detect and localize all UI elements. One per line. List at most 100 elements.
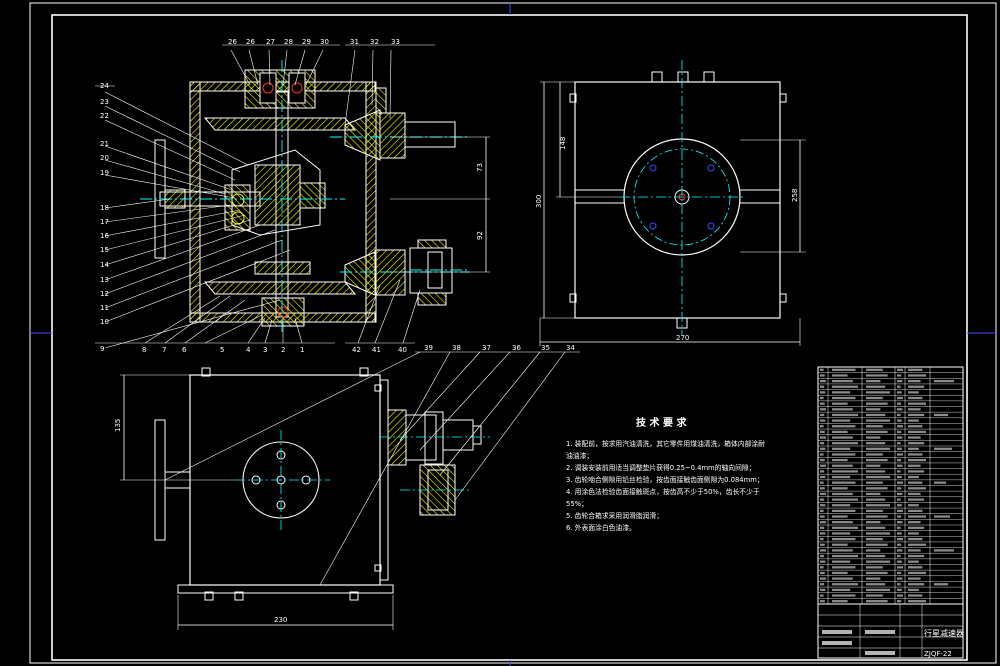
balloon-29: 29 bbox=[302, 38, 311, 46]
tech-title: 技 术 要 求 bbox=[636, 416, 687, 429]
parts-cell-text bbox=[820, 583, 825, 586]
parts-cell-text bbox=[832, 368, 856, 371]
parts-cell-text bbox=[897, 560, 902, 563]
dim-148: 148 bbox=[559, 137, 567, 150]
parts-cell-text bbox=[908, 391, 919, 394]
parts-cell-text bbox=[832, 583, 858, 586]
parts-cell-text bbox=[820, 379, 826, 383]
balloon-labels-top: 26 26 27 28 29 30 31 32 33 bbox=[228, 38, 400, 46]
parts-cell-text bbox=[866, 385, 886, 388]
parts-cell-text bbox=[832, 521, 853, 524]
parts-cell-text bbox=[820, 492, 826, 496]
parts-cell-text bbox=[897, 453, 903, 456]
parts-cell-text bbox=[908, 481, 923, 484]
parts-cell-text bbox=[820, 385, 825, 388]
dim-300: 300 bbox=[535, 195, 543, 208]
parts-cell-text bbox=[820, 554, 825, 558]
parts-cell-text bbox=[820, 487, 825, 490]
parts-cell-text bbox=[897, 413, 901, 417]
parts-cell-text bbox=[866, 492, 881, 496]
parts-cell-text bbox=[832, 554, 858, 558]
balloon-12: 12 bbox=[100, 290, 109, 298]
parts-cell-text bbox=[820, 594, 824, 597]
parts-cell-text bbox=[832, 515, 848, 518]
dim-73: 73 bbox=[476, 163, 484, 172]
parts-cell-text bbox=[820, 447, 826, 450]
parts-cell-text bbox=[820, 543, 825, 546]
parts-list bbox=[817, 366, 964, 605]
balloon-15: 15 bbox=[100, 246, 109, 254]
parts-cell-text bbox=[897, 368, 903, 371]
parts-cell-text bbox=[820, 475, 826, 479]
parts-cell-text bbox=[897, 521, 903, 524]
parts-cell-text bbox=[832, 396, 856, 400]
parts-cell-text bbox=[820, 549, 826, 552]
balloon-19: 19 bbox=[100, 169, 109, 177]
parts-cell-text bbox=[866, 537, 883, 541]
parts-cell-text bbox=[832, 492, 853, 496]
parts-cell-text bbox=[908, 537, 923, 541]
parts-cell-text bbox=[820, 391, 826, 394]
parts-cell-text bbox=[908, 374, 926, 377]
balloon-10: 10 bbox=[100, 318, 109, 326]
parts-cell-text bbox=[908, 464, 921, 467]
tech-line-7: 5. 齿轮合箱求采用润滑脂润滑； bbox=[566, 511, 663, 520]
parts-cell-text bbox=[866, 413, 886, 417]
parts-cell-text bbox=[908, 543, 926, 546]
balloon-27: 27 bbox=[266, 38, 275, 46]
parts-cell-text bbox=[820, 509, 824, 513]
parts-cell-text bbox=[832, 442, 858, 445]
parts-cell-text bbox=[897, 475, 902, 479]
parts-cell-text bbox=[832, 577, 853, 580]
parts-cell-text bbox=[934, 515, 950, 518]
parts-cell-text bbox=[897, 571, 902, 575]
parts-cell-text bbox=[908, 504, 919, 507]
parts-cell-text bbox=[866, 526, 886, 529]
tech-line-2: 油油漆； bbox=[566, 451, 593, 460]
parts-cell-text bbox=[866, 549, 881, 552]
tech-line-1: 1. 装配前，按求用汽油清洗，其它零件用煤油清洗，箱体内部涂耐 bbox=[566, 439, 765, 448]
parts-cell-text bbox=[866, 481, 883, 484]
balloon-41: 41 bbox=[372, 346, 381, 354]
parts-cell-text bbox=[908, 509, 923, 513]
parts-cell-text bbox=[908, 475, 919, 479]
parts-cell-text bbox=[908, 577, 921, 580]
parts-cell-text bbox=[820, 430, 825, 434]
tech-line-3: 2. 调装安装前用适当调整垫片获得0.25~0.4mm的轴向间隙； bbox=[566, 463, 755, 472]
balloon-34: 34 bbox=[566, 344, 575, 352]
parts-cell-text bbox=[866, 487, 888, 490]
parts-cell-text bbox=[832, 571, 848, 575]
balloon-42: 42 bbox=[352, 346, 361, 354]
parts-cell-text bbox=[832, 430, 848, 434]
parts-cell-text bbox=[832, 413, 858, 417]
parts-cell-text bbox=[866, 402, 888, 405]
parts-cell-text bbox=[866, 430, 888, 434]
parts-cell-text bbox=[866, 504, 890, 507]
parts-cell-text bbox=[820, 458, 825, 462]
parts-cell-text bbox=[866, 577, 881, 580]
parts-cell-text bbox=[832, 436, 853, 439]
balloon-31: 31 bbox=[350, 38, 359, 46]
balloon-33: 33 bbox=[391, 38, 400, 46]
outer-frame bbox=[29, 2, 997, 664]
parts-cell-text bbox=[908, 594, 923, 597]
parts-cell-text bbox=[866, 391, 890, 394]
balloon-13: 13 bbox=[100, 276, 109, 284]
parts-cell-text bbox=[908, 379, 921, 383]
parts-cell-text bbox=[820, 571, 825, 575]
parts-cell-text bbox=[832, 475, 851, 479]
parts-cell-text bbox=[866, 464, 881, 467]
parts-cell-text bbox=[820, 464, 826, 467]
balloon-22: 22 bbox=[100, 112, 109, 120]
parts-cell-text bbox=[832, 379, 853, 383]
drawing-code: ZJQF-22 bbox=[924, 650, 952, 658]
parts-cell-text bbox=[897, 532, 902, 535]
balloon-5: 5 bbox=[220, 346, 224, 354]
parts-cell-text bbox=[832, 464, 853, 467]
parts-cell-text bbox=[866, 521, 881, 524]
parts-cell-text bbox=[897, 470, 901, 473]
balloon-40: 40 bbox=[398, 346, 407, 354]
parts-cell-text bbox=[934, 413, 948, 417]
parts-cell-text bbox=[908, 470, 925, 473]
